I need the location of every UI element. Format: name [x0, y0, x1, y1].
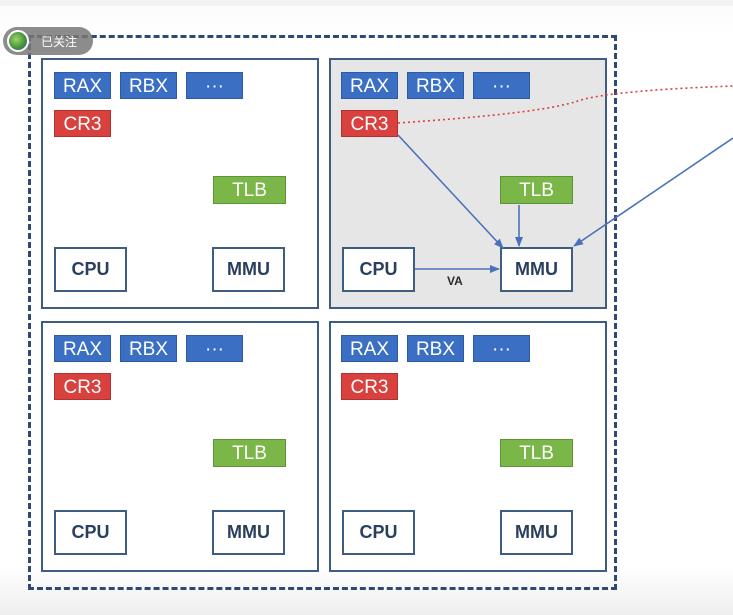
mmu-block: MMU — [212, 510, 285, 555]
mmu-block: MMU — [500, 247, 573, 292]
cpu-package-boundary — [28, 35, 617, 590]
cr3-register: CR3 — [341, 373, 398, 400]
mmu-block: MMU — [500, 510, 573, 555]
rax-register: RAX — [54, 335, 111, 362]
rax-register: RAX — [341, 335, 398, 362]
avatar-icon — [7, 30, 29, 52]
top-band — [0, 0, 733, 6]
rax-register: RAX — [341, 72, 398, 99]
rbx-register: RBX — [120, 335, 177, 362]
va-label: VA — [447, 274, 463, 288]
rbx-register: RBX — [407, 335, 464, 362]
rbx-register: RBX — [120, 72, 177, 99]
cr3-register: CR3 — [54, 373, 111, 400]
cpu-block: CPU — [54, 247, 127, 292]
cr3-register: CR3 — [341, 110, 398, 137]
tlb-block: TLB — [500, 439, 573, 467]
cpu-block: CPU — [342, 247, 415, 292]
cpu-block: CPU — [54, 510, 127, 555]
tlb-block: TLB — [213, 176, 286, 204]
rax-register: RAX — [54, 72, 111, 99]
follow-badge[interactable]: 已关注 — [3, 27, 93, 55]
tlb-block: TLB — [500, 176, 573, 204]
more-registers: ··· — [473, 335, 530, 362]
more-registers: ··· — [473, 72, 530, 99]
rbx-register: RBX — [407, 72, 464, 99]
follow-label: 已关注 — [41, 34, 78, 49]
cpu-block: CPU — [342, 510, 415, 555]
mmu-block: MMU — [212, 247, 285, 292]
tlb-block: TLB — [213, 439, 286, 467]
more-registers: ··· — [186, 335, 243, 362]
cr3-register: CR3 — [54, 110, 111, 137]
more-registers: ··· — [186, 72, 243, 99]
